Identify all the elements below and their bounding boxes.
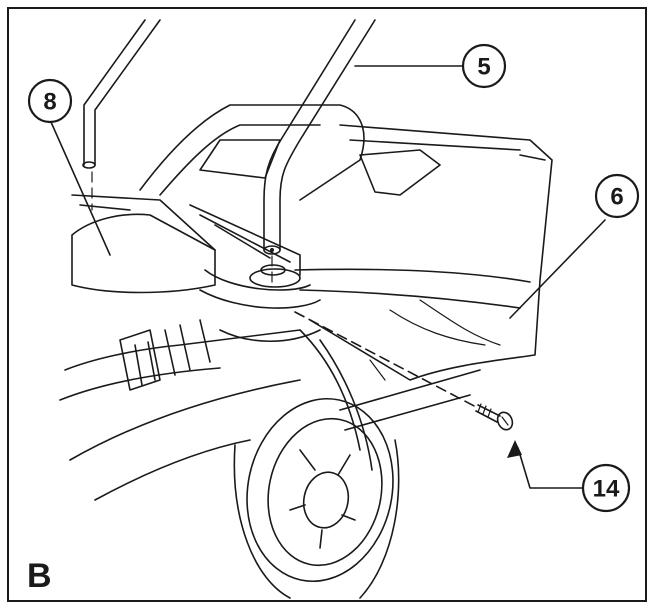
grass-bag-shape xyxy=(294,124,553,381)
screw-icon xyxy=(475,403,514,431)
panel-label: B xyxy=(27,557,52,595)
leader-lines xyxy=(50,65,606,489)
arrow-head-icon xyxy=(507,440,522,458)
assembly-guides xyxy=(91,171,479,409)
handle-bars xyxy=(82,19,376,255)
callout-grass-bag: 6 xyxy=(594,173,640,219)
callout-screw: 14 xyxy=(581,463,631,513)
callout-label-handle: 5 xyxy=(477,54,490,81)
callout-cover: 8 xyxy=(27,78,73,124)
callout-label-grass-bag: 6 xyxy=(610,184,623,211)
rear-wheel xyxy=(233,397,400,599)
callout-handle: 5 xyxy=(461,43,507,89)
mower-housing xyxy=(139,104,365,309)
mower-body xyxy=(59,319,481,501)
callout-label-screw: 14 xyxy=(593,476,620,503)
callout-label-cover: 8 xyxy=(43,89,56,116)
frame-border xyxy=(7,7,647,602)
cover-shape xyxy=(71,194,216,294)
